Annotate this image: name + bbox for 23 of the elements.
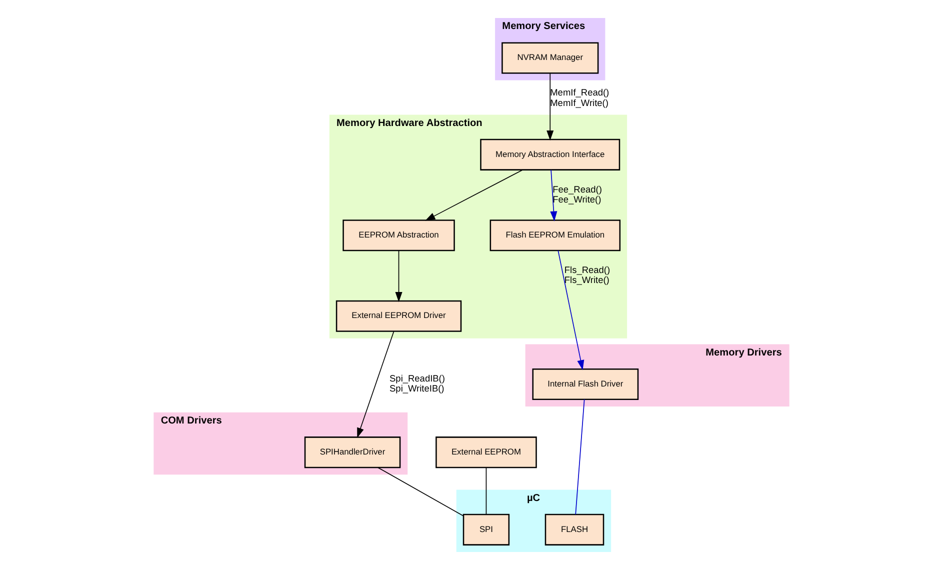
node-box: External EEPROM (436, 436, 537, 468)
edge-label: Fee_Read() Fee_Write() (552, 184, 602, 204)
arrow (546, 72, 554, 141)
arrow (357, 330, 394, 438)
node-box: Memory Abstraction Interface (480, 138, 620, 170)
node-box: SPI (462, 514, 510, 546)
node-box: NVRAM Manager (502, 42, 599, 74)
arrow (395, 250, 402, 302)
arrow (550, 170, 558, 222)
connector (575, 398, 585, 515)
node-box: SPIHandlerDriver (304, 436, 401, 468)
edge-label: MemIf_Read() MemIf_Write() (550, 88, 610, 108)
connector (378, 467, 464, 516)
edge-label: Fls_Read() Fls_Write() (564, 265, 610, 286)
arrow (558, 250, 584, 370)
node-box: Flash EEPROM Emulation (490, 220, 621, 252)
node-box: Internal Flash Driver (532, 368, 639, 400)
node-box: External EEPROM Driver (336, 300, 462, 332)
edge-label: Spi_ReadIB() Spi_WriteIB() (390, 374, 445, 394)
arrow (425, 169, 524, 221)
node-box: FLASH (544, 514, 604, 546)
node-box: EEPROM Abstraction (342, 220, 455, 252)
connector (486, 467, 487, 515)
